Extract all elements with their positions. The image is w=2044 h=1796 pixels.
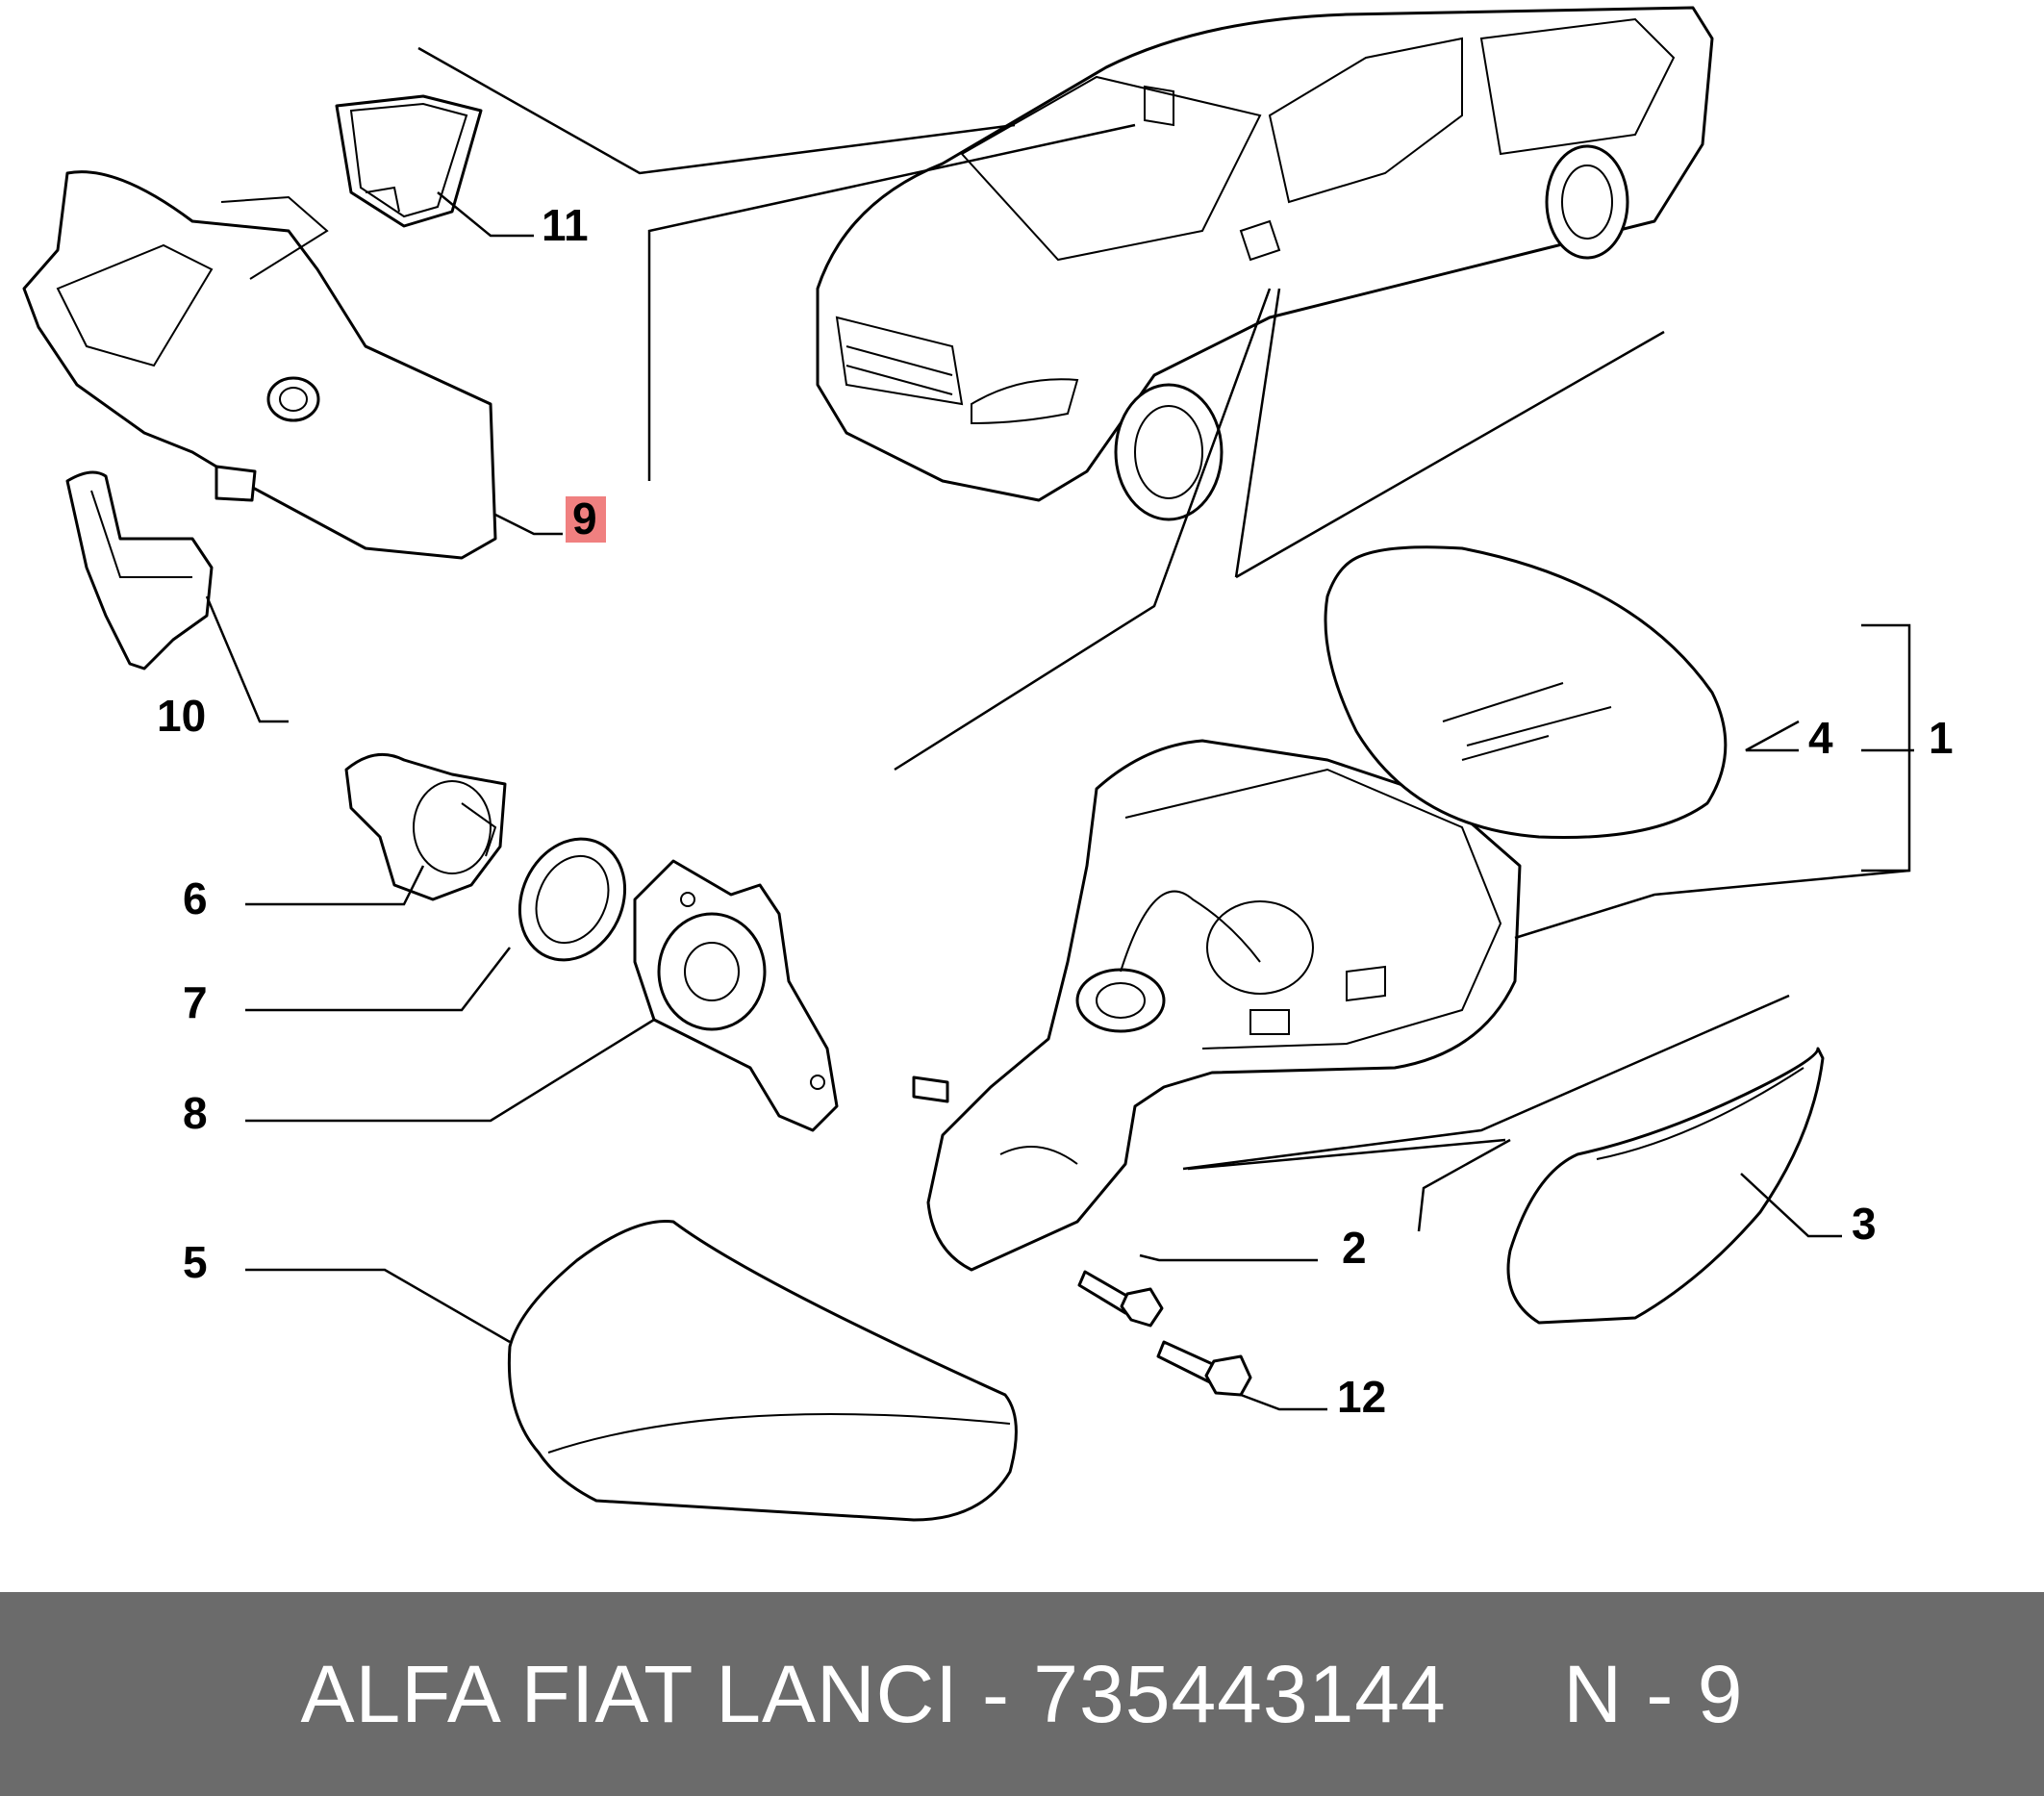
callout-1: 1: [1929, 713, 1954, 763]
callout-3: 3: [1852, 1199, 1877, 1249]
callout-8: 8: [183, 1088, 208, 1138]
part-1: [912, 739, 1522, 1272]
part-11: [335, 94, 483, 228]
part-8: [633, 859, 839, 1132]
callout-4: 4: [1808, 713, 1833, 763]
callout-9-highlight: [566, 496, 606, 543]
part-7: [517, 837, 627, 962]
part-3: [1506, 1047, 1825, 1325]
part-number-caption: ALFA FIAT LANCI - 735443144 N - 9: [300, 1648, 1744, 1739]
callout-10: 10: [157, 691, 206, 741]
part-10: [65, 470, 214, 670]
callout-12: 12: [1337, 1372, 1386, 1422]
parts-diagram: 1 2 3 4 5 6 7 8 9 10 11 12: [22, 6, 1954, 1522]
part-5: [507, 1220, 1018, 1522]
part-4: [1324, 545, 1728, 840]
callout-6: 6: [183, 873, 208, 923]
callout-11: 11: [542, 200, 589, 250]
callout-5: 5: [183, 1237, 208, 1287]
callout-labels: 1 2 3 4 5 6 7 8 9 10 11 12: [157, 200, 1954, 1422]
callout-9: 9: [572, 493, 597, 544]
callout-7: 7: [183, 977, 208, 1027]
footer-bar: ALFA FIAT LANCI - 735443144 N - 9: [0, 1592, 2044, 1796]
leader-lines: [205, 46, 1914, 1411]
part-6: [344, 752, 507, 901]
part-2: [1077, 1270, 1164, 1328]
part-9: [22, 170, 497, 560]
part-12: [1156, 1340, 1252, 1397]
callout-2: 2: [1342, 1223, 1367, 1273]
car-illustration: [816, 6, 1714, 521]
